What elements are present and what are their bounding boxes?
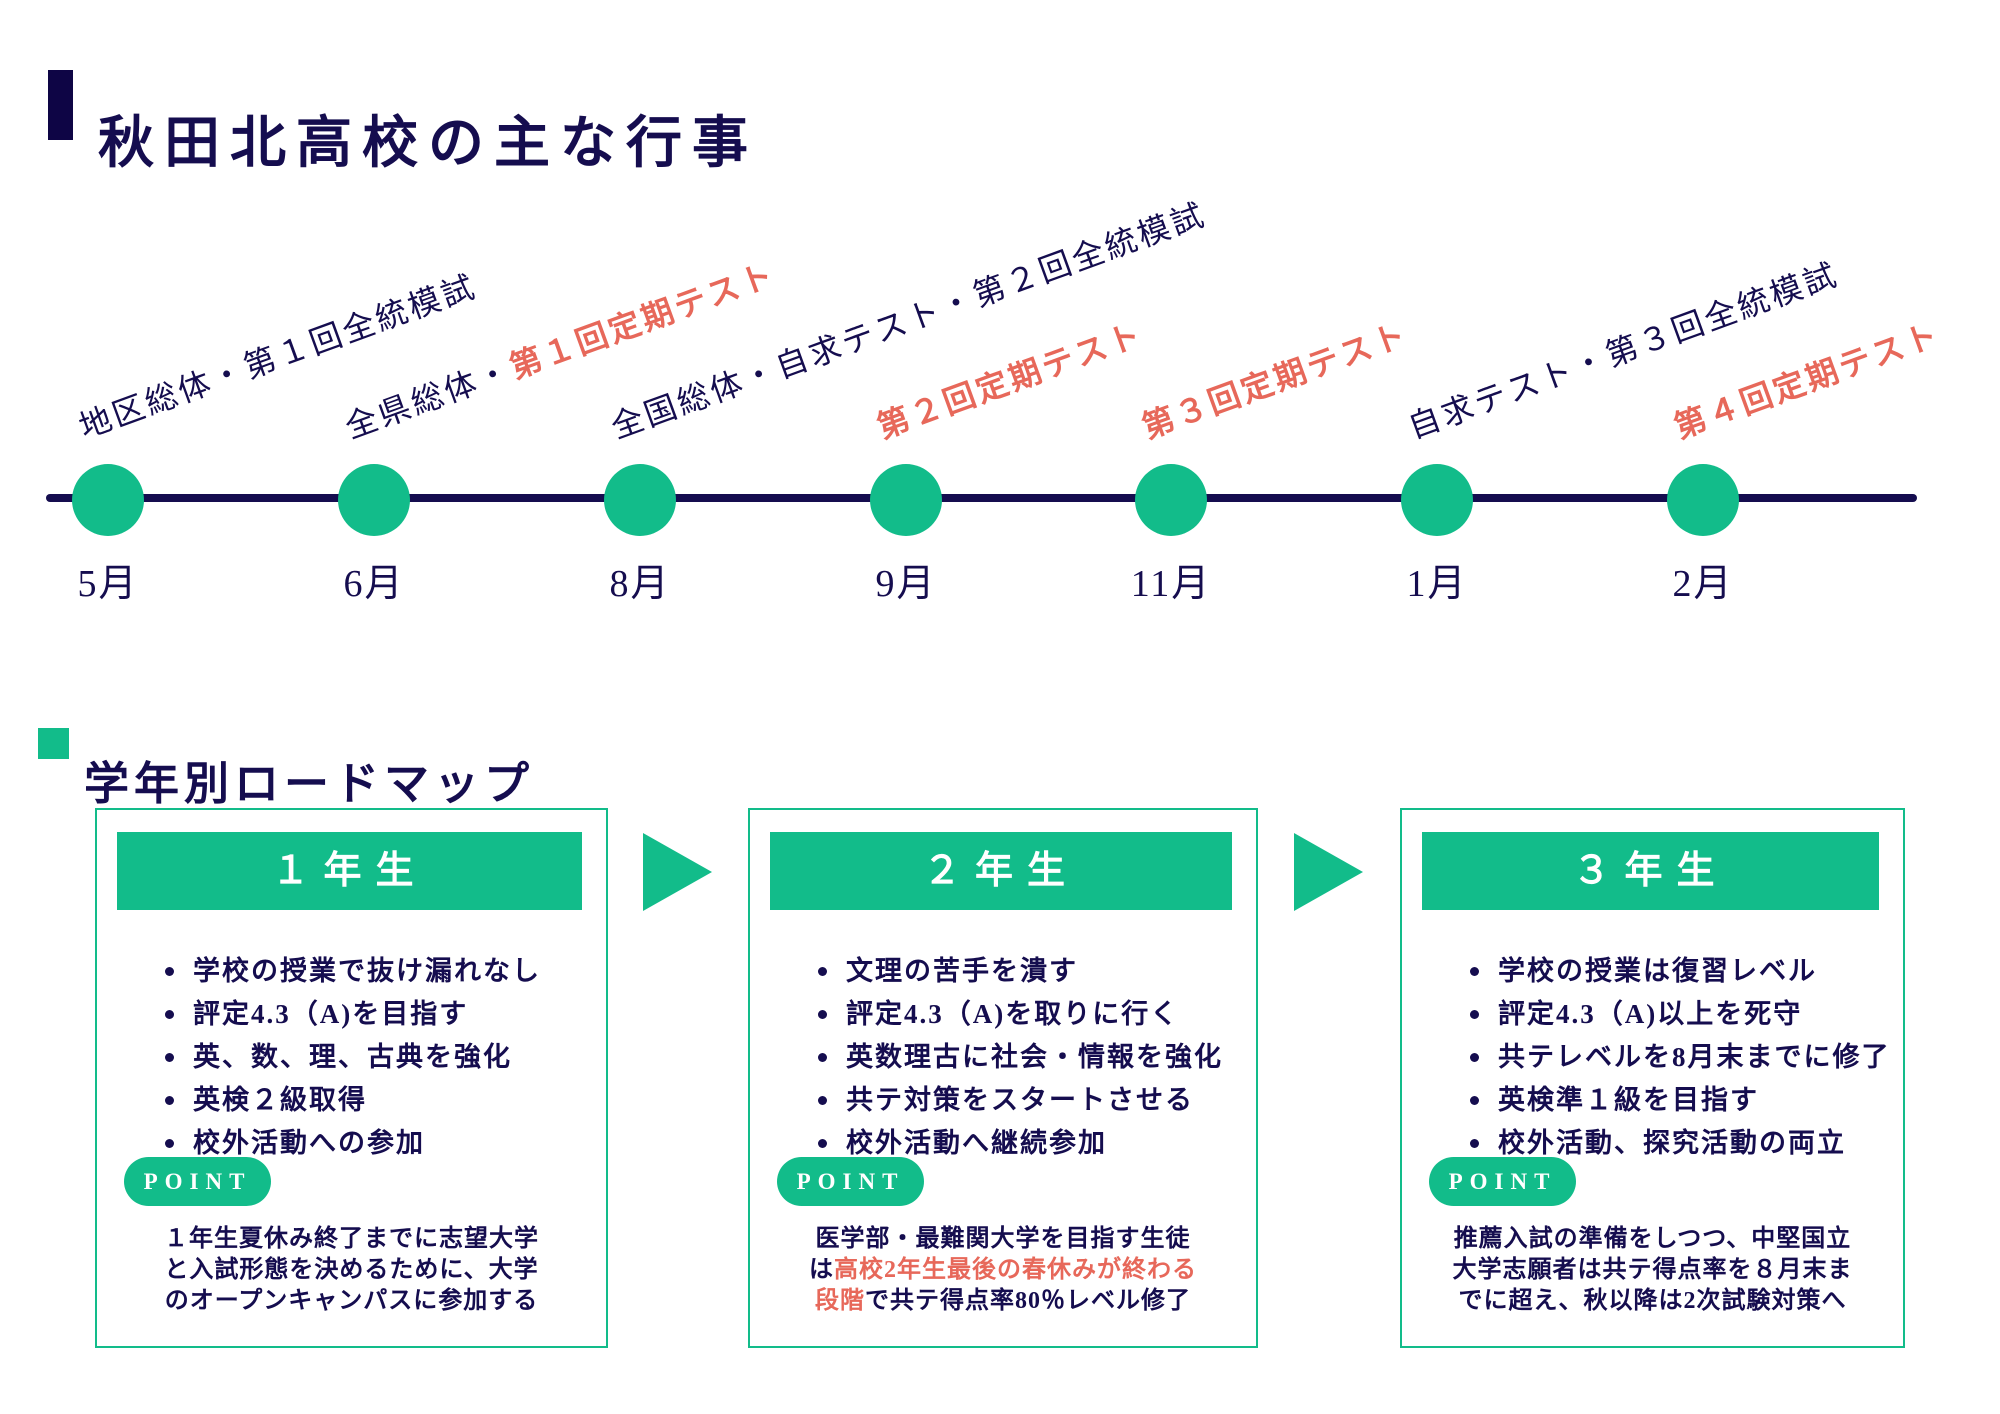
bullet-item: 評定4.3（A)以上を死守 xyxy=(1462,993,1887,1036)
bullet-item: 英数理古に社会・情報を強化 xyxy=(810,1036,1240,1079)
month-label: 1月 xyxy=(1406,563,1468,605)
event-text: 自求テスト・第３回全統模試 xyxy=(1403,255,1844,446)
bullet-item: 校外活動への参加 xyxy=(157,1122,590,1165)
grade-3-card: ３年生 学校の授業は復習レベル 評定4.3（A)以上を死守 共テレベルを8月末ま… xyxy=(1400,808,1905,1348)
bullet-item: 文理の苦手を潰す xyxy=(810,950,1240,993)
point-badge: POINT xyxy=(777,1157,924,1206)
timeline-dot-may xyxy=(72,464,144,536)
timeline-dot-august xyxy=(604,464,676,536)
bullet-item: 学校の授業は復習レベル xyxy=(1462,950,1887,993)
point-badge: POINT xyxy=(1429,1157,1576,1206)
timeline-dot-february xyxy=(1667,464,1739,536)
event-text: 全県総体・ xyxy=(340,351,518,446)
month-label: 6月 xyxy=(343,563,405,605)
bullet-item: 共テ対策をスタートさせる xyxy=(810,1079,1240,1122)
bullet-item: 英検準１級を目指す xyxy=(1462,1079,1887,1122)
roadmap-section-heading: 学年別ロードマップ xyxy=(84,759,535,810)
bullet-item: 学校の授業で抜け漏れなし xyxy=(157,950,590,993)
timeline-event-label: 第３回定期テスト xyxy=(1136,312,1414,449)
bullet-item: 評定4.3（A)を取りに行く xyxy=(810,993,1240,1036)
grade-1-card-title: １年生 xyxy=(117,832,582,910)
grade-2-point-text: 医学部・最難関大学を目指す生徒は高校2年生最後の春休みが終わる段階で共テ得点率8… xyxy=(809,1226,1197,1314)
grade-1-point-text: １年生夏休み終了までに志望大学と入試形態を決めるために、大学のオープンキャンパス… xyxy=(164,1226,539,1314)
timeline-axis-line xyxy=(46,494,1917,502)
grade-3-point-text: 推薦入試の準備をしつつ、中堅国立大学志願者は共テ得点率を８月末までに超え、秋以降… xyxy=(1452,1226,1853,1314)
timeline-event-label: 自求テスト・第３回全統模試 xyxy=(1402,252,1845,449)
bullet-item: 共テレベルを8月末までに修了 xyxy=(1462,1036,1889,1079)
grade-2-card: ２年生 文理の苦手を潰す 評定4.3（A)を取りに行く 英数理古に社会・情報を強… xyxy=(748,808,1258,1348)
grade-3-bullet-list: 学校の授業は復習レベル 評定4.3（A)以上を死守 共テレベルを8月末までに修了… xyxy=(1462,950,1889,1165)
point-badge: POINT xyxy=(124,1157,271,1206)
timeline-dot-june xyxy=(338,464,410,536)
timeline-event-label: 全県総体・第１回定期テスト xyxy=(339,252,782,449)
bullet-item: 英、数、理、古典を強化 xyxy=(157,1036,590,1079)
page-title: 秋田北高校の主な行事 xyxy=(98,112,758,175)
grade-1-card: １年生 学校の授業で抜け漏れなし 評定4.3（A)を目指す 英、数、理、古典を強… xyxy=(95,808,608,1348)
arrow-right-icon xyxy=(643,833,712,911)
month-label: 5月 xyxy=(77,563,139,605)
month-label: 11月 xyxy=(1130,563,1212,605)
timeline-dot-september xyxy=(870,464,942,536)
title-accent-bar xyxy=(48,70,73,140)
grade-2-bullet-list: 文理の苦手を潰す 評定4.3（A)を取りに行く 英数理古に社会・情報を強化 共テ… xyxy=(810,950,1240,1165)
bullet-item: 校外活動へ継続参加 xyxy=(810,1122,1240,1165)
timeline-dot-november xyxy=(1135,464,1207,536)
month-label: 8月 xyxy=(609,563,671,605)
arrow-right-icon xyxy=(1294,833,1363,911)
bullet-item: 校外活動、探究活動の両立 xyxy=(1462,1122,1887,1165)
exam-text: 第３回定期テスト xyxy=(1137,315,1413,446)
grade-3-card-title: ３年生 xyxy=(1422,832,1879,910)
month-label: 2月 xyxy=(1672,563,1734,605)
section-bullet-square xyxy=(38,728,69,759)
grade-1-bullet-list: 学校の授業で抜け漏れなし 評定4.3（A)を目指す 英、数、理、古典を強化 英検… xyxy=(157,950,590,1165)
bullet-item: 英検２級取得 xyxy=(157,1079,590,1122)
month-label: 9月 xyxy=(875,563,937,605)
timeline-dot-january xyxy=(1401,464,1473,536)
grade-2-card-title: ２年生 xyxy=(770,832,1232,910)
bullet-item: 評定4.3（A)を目指す xyxy=(157,993,590,1036)
